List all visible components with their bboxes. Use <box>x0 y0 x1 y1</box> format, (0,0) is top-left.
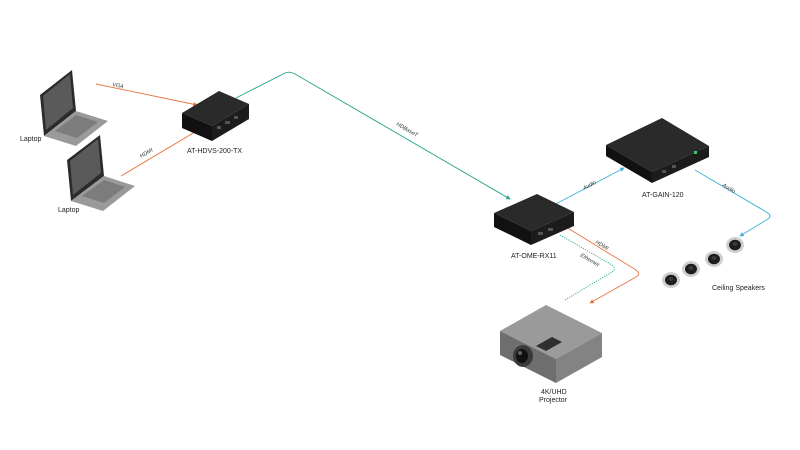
audio-to-amp-cable <box>551 167 625 207</box>
tx-port-3 <box>234 116 238 119</box>
laptop-keyboard-keys <box>55 115 98 138</box>
amp-top <box>606 118 709 172</box>
speaker-3 <box>705 251 723 267</box>
laptop-top-label: Laptop <box>20 136 42 143</box>
amp-port-2 <box>672 165 676 168</box>
proj-control-panel <box>536 337 562 351</box>
rx-port-1 <box>538 232 543 235</box>
tx-left-face <box>182 113 212 141</box>
ethernet-cable-label: Ethernet <box>579 253 600 269</box>
projector-label-line1: 4K/UHD <box>541 389 567 396</box>
projector-device <box>500 305 602 383</box>
audio-to-speakers-cable <box>694 169 771 237</box>
amplifier-device <box>606 118 709 183</box>
amp-left-face <box>606 145 652 183</box>
laptop-top <box>40 70 108 146</box>
rx-left-face <box>494 213 531 245</box>
transmitter-device <box>182 91 249 141</box>
rx-port-2 <box>548 228 553 231</box>
speaker-4 <box>726 237 744 253</box>
speaker-2 <box>682 261 700 277</box>
ceiling-speakers <box>662 237 744 288</box>
amp-port-1 <box>662 170 666 173</box>
speaker-1 <box>662 272 680 288</box>
amplifier-label: AT-GAIN-120 <box>642 192 684 199</box>
speakers-label: Ceiling Speakers <box>712 285 765 292</box>
tx-top <box>182 91 249 126</box>
hdmi-projector-cable <box>565 226 639 304</box>
proj-top <box>500 305 602 359</box>
tx-right-face <box>212 104 249 141</box>
hdmi-laptop-cable <box>120 125 206 177</box>
amp-indicator <box>694 151 697 154</box>
laptop-screen-glass <box>43 74 73 130</box>
proj-lens-glint <box>518 351 522 355</box>
proj-right-face <box>556 333 602 383</box>
vga-cable-label: VGA <box>112 82 125 90</box>
receiver-label: AT-OME-RX11 <box>511 253 557 260</box>
wires <box>95 71 771 304</box>
receiver-device <box>494 194 574 245</box>
hdbaset-cable-label: HDBaseT <box>395 122 419 139</box>
vga-cable <box>95 83 198 107</box>
rx-top <box>494 194 574 231</box>
hdbaset-cable <box>235 71 511 200</box>
audio-to-amp-cable-label: Audio <box>581 180 597 192</box>
tx-port-2 <box>225 121 230 124</box>
amp-right-face <box>652 146 709 183</box>
proj-lens <box>516 349 528 363</box>
projector-label-line2: Projector <box>539 397 568 404</box>
audio-to-speakers-cable-label: Audio <box>720 182 736 195</box>
tx-port-1 <box>217 126 221 129</box>
laptop-screen-glass <box>70 139 101 195</box>
hdmi-projector-cable-label: HDMI <box>594 240 610 253</box>
laptop-keyboard-keys <box>82 180 125 203</box>
transmitter-label: AT-HDVS-200-TX <box>187 148 242 155</box>
laptop-bottom-label: Laptop <box>58 207 80 214</box>
ethernet-cable <box>559 234 615 301</box>
laptop-bottom <box>67 135 135 211</box>
